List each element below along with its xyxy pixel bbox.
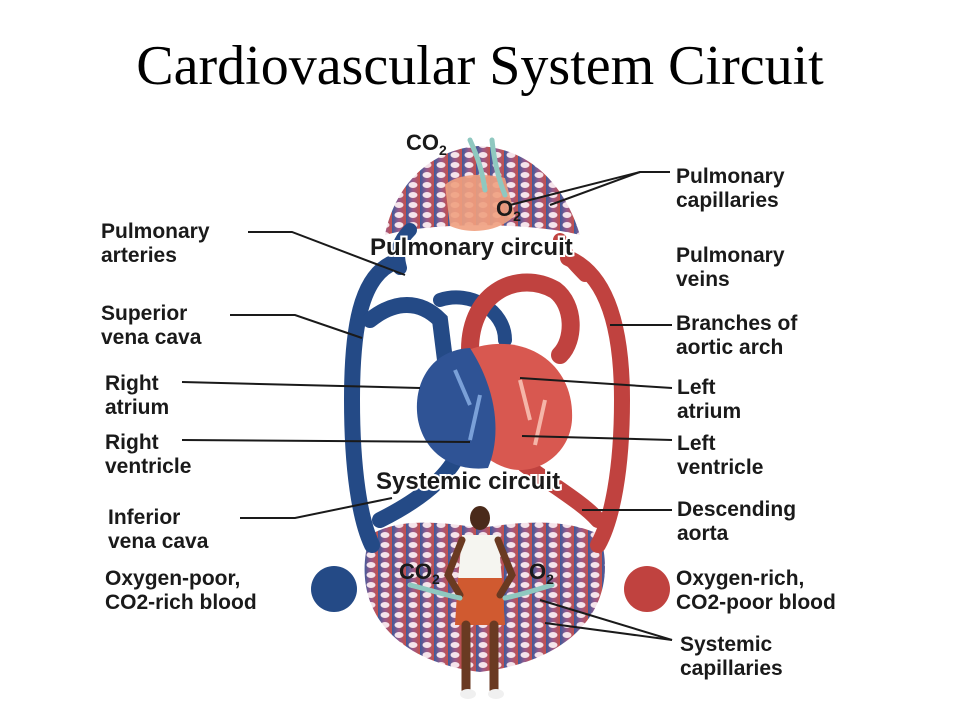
page-title: Cardiovascular System Circuit — [136, 35, 824, 97]
bottom-o2-label: O2 — [529, 559, 554, 587]
oxygen-poor-vessels — [343, 223, 512, 553]
lung-tissue — [445, 174, 515, 231]
pulmonary-vein-path — [553, 233, 592, 282]
o2-out-arrow — [502, 582, 555, 601]
legend-oxygen-poor-label: Oxygen-poor,CO2-rich blood — [105, 567, 257, 614]
leader-lines — [181, 171, 673, 641]
pulmonary-artery-path — [391, 223, 417, 275]
heart — [416, 343, 573, 470]
heart-right-side — [416, 348, 496, 469]
top-o2-label: O2 — [496, 196, 521, 224]
superior-vena-cava — [362, 297, 453, 368]
top-co2-label: CO2 — [406, 130, 447, 158]
descending-aorta-path — [517, 457, 606, 528]
o2-in-arrow — [489, 137, 508, 198]
co2-out-arrow — [467, 137, 488, 193]
legend: Oxygen-poor,CO2-rich blood Oxygen-rich,C… — [105, 566, 836, 614]
arterial-loop — [560, 250, 631, 553]
venous-loop — [343, 254, 403, 553]
bottom-co2-label: CO2 — [399, 559, 440, 587]
pulmonary-circuit-label: Pulmonary circuit — [370, 234, 573, 261]
pulmonary-capillary-bed — [385, 146, 580, 235]
oxygen-rich-vessels — [461, 233, 631, 553]
gas-arrows — [407, 137, 555, 601]
human-figure — [444, 506, 516, 699]
inferior-vena-cava — [372, 452, 463, 528]
legend-oxygen-poor-swatch — [311, 566, 357, 612]
aortic-arch — [461, 273, 580, 364]
co2-in-arrow — [407, 582, 463, 601]
legend-oxygen-rich-swatch — [624, 566, 670, 612]
systemic-circuit-label: Systemic circuit — [376, 468, 560, 495]
legend-oxygen-rich-label: Oxygen-rich,CO2-poor blood — [676, 567, 836, 614]
